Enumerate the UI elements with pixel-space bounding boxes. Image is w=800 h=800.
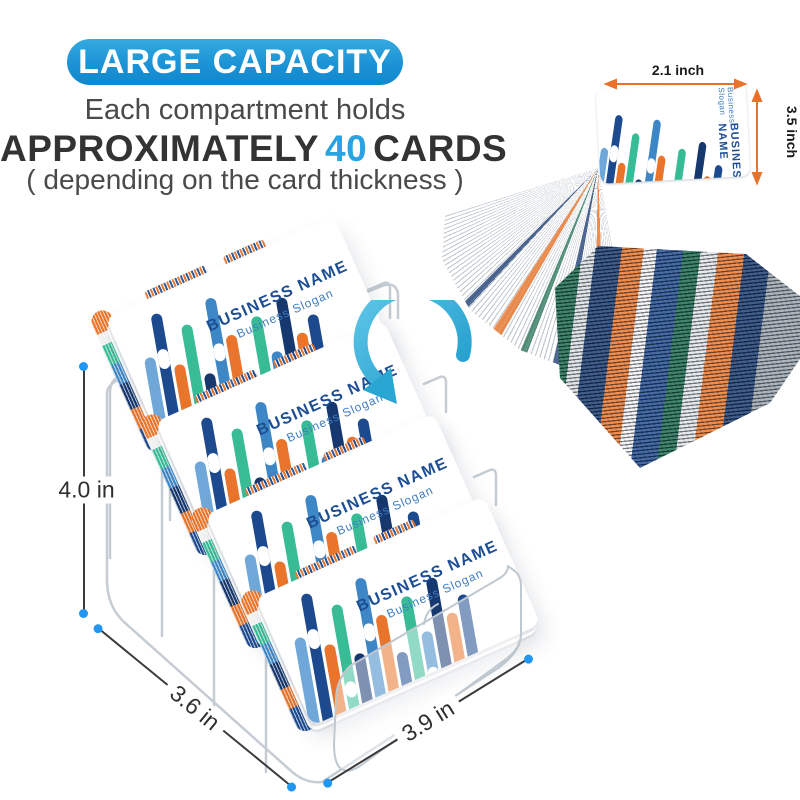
height-dimension-label: 4.0 in — [50, 476, 123, 504]
subheading-compartment: Each compartment holds — [84, 94, 406, 126]
curved-arrow-icon — [353, 300, 472, 404]
card-width-label: 2.1 inch — [651, 62, 705, 78]
capacity-suffix: CARDS — [373, 128, 508, 169]
capacity-number: 40 — [325, 128, 368, 169]
large-capacity-banner: LARGE CAPACITY — [67, 39, 403, 85]
capacity-note: ( depending on the card thickness ) — [26, 164, 464, 195]
capacity-prefix: APPROXIMATELY — [0, 128, 319, 169]
